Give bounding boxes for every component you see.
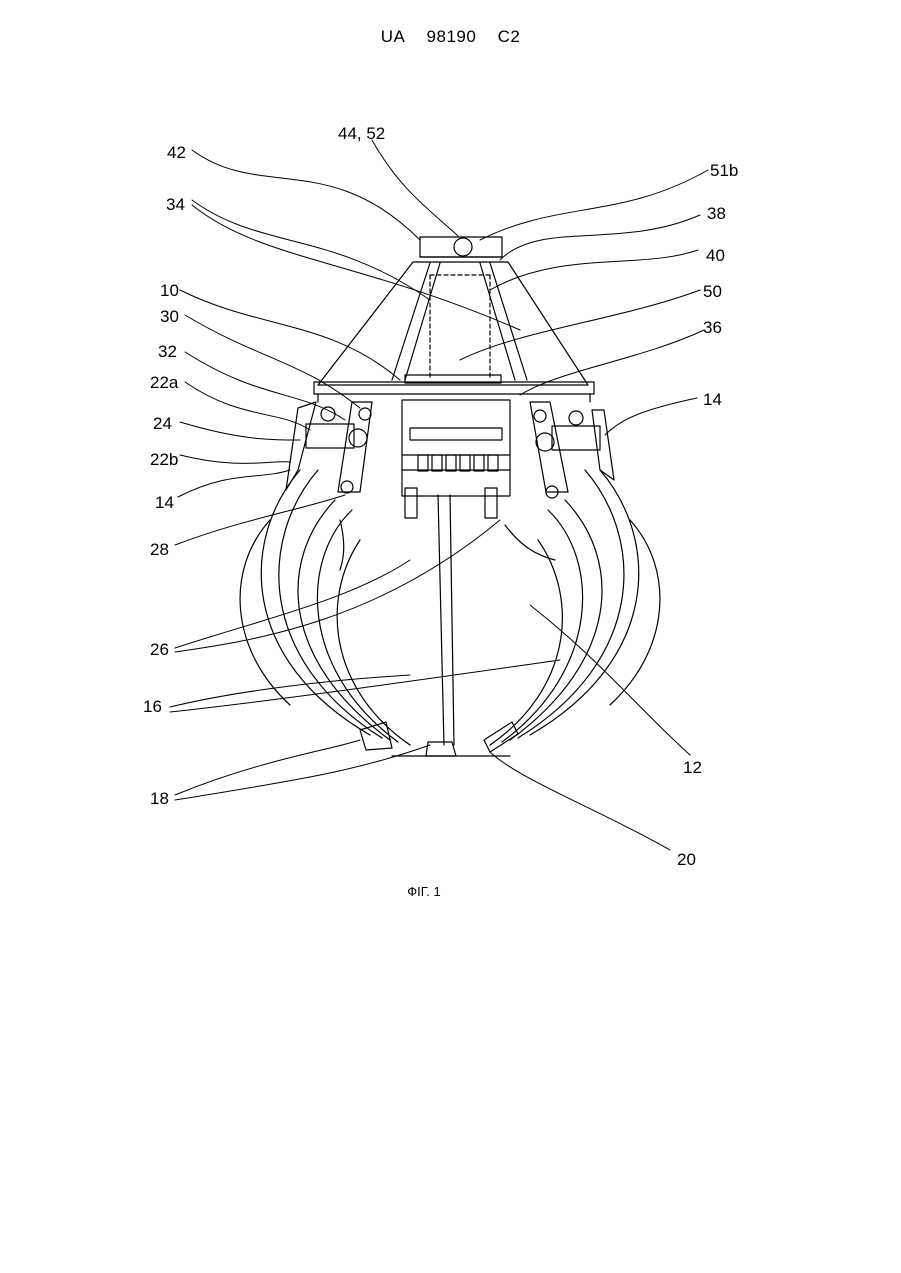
hood (318, 262, 588, 385)
label-34: 34 (166, 195, 185, 214)
label-12: 12 (683, 758, 702, 777)
central-frame (402, 400, 510, 745)
right-linkage (530, 402, 614, 498)
label-18: 18 (150, 789, 169, 808)
tine-tips (360, 722, 518, 756)
label-22a: 22a (150, 373, 179, 392)
label-36: 36 (703, 318, 722, 337)
label-16: 16 (143, 697, 162, 716)
label-40: 40 (706, 246, 725, 265)
label-50: 50 (703, 282, 722, 301)
label-51b: 51b (710, 161, 738, 180)
label-20: 20 (677, 850, 696, 869)
label-10: 10 (160, 281, 179, 300)
label-30: 30 (160, 307, 179, 326)
label-22b: 22b (150, 450, 178, 469)
top-plate (314, 375, 594, 402)
leader-lines (170, 140, 708, 850)
label-28: 28 (150, 540, 169, 559)
label-14-right: 14 (703, 390, 722, 409)
label-42: 42 (167, 143, 186, 162)
label-24: 24 (153, 414, 172, 433)
figure-caption: ФІГ. 1 (0, 884, 848, 899)
label-32: 32 (158, 342, 177, 361)
label-26: 26 (150, 640, 169, 659)
label-38: 38 (707, 204, 726, 223)
label-44-52: 44, 52 (338, 124, 385, 143)
left-linkage (286, 402, 372, 493)
top-mount (420, 237, 502, 257)
label-14-left: 14 (155, 493, 174, 512)
